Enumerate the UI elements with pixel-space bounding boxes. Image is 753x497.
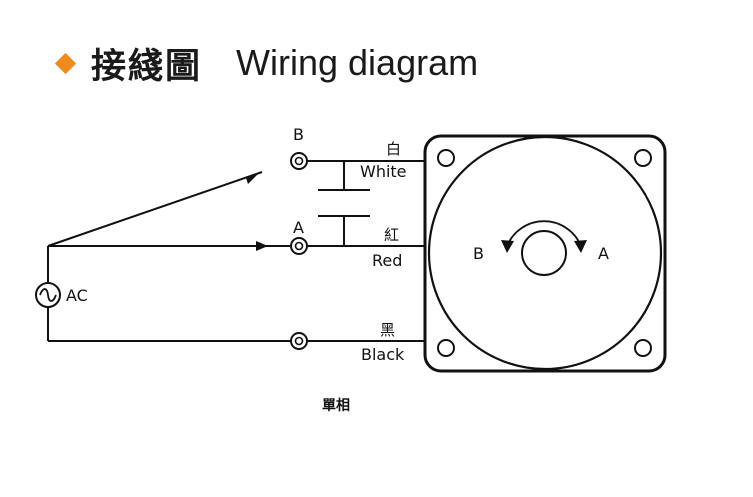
ac-circuit <box>47 171 291 342</box>
terminal-a-label: A <box>293 218 304 237</box>
rotation-arc-icon <box>506 220 582 247</box>
ac-label: AC <box>66 286 88 305</box>
terminal-black <box>290 332 308 350</box>
wire-black-en: Black <box>361 345 405 364</box>
mount-hole-top-left-icon <box>437 149 455 167</box>
terminal-b <box>290 152 308 170</box>
terminal-a <box>290 237 308 255</box>
switch-line-to-b <box>47 171 263 247</box>
arrow-icon-switch <box>246 173 259 184</box>
wire-black-zh: 黑 <box>380 321 395 339</box>
title-chinese: 接綫圖 <box>91 46 203 87</box>
mounting-holes <box>437 149 652 357</box>
title-english: Wiring diagram <box>236 42 479 83</box>
mount-hole-top-right-icon <box>634 149 652 167</box>
capacitor-icon <box>318 161 370 246</box>
rotation-arrow-b-icon <box>501 240 514 253</box>
wire-white-en: White <box>360 162 407 181</box>
wire-red-en: Red <box>372 251 402 270</box>
title-row: 接綫圖 Wiring diagram <box>54 38 479 88</box>
rotation-arrow-a-icon <box>574 240 587 253</box>
arrow-marks <box>246 173 268 251</box>
wire-red-zh: 紅 <box>384 226 399 244</box>
arrow-icon-terminal-a <box>256 241 268 251</box>
direction-b-label: B <box>473 244 484 263</box>
direction-a-label: A <box>598 244 609 263</box>
mount-hole-bottom-right-icon <box>634 339 652 357</box>
ac-source-icon <box>35 282 61 308</box>
terminal-b-label: B <box>293 125 304 144</box>
mount-hole-bottom-left-icon <box>437 339 455 357</box>
motor-leads <box>307 160 425 342</box>
caption-single-phase: 單相 <box>322 397 350 414</box>
wire-white-zh: 白 <box>386 140 401 158</box>
motor-shaft-icon <box>521 230 567 276</box>
